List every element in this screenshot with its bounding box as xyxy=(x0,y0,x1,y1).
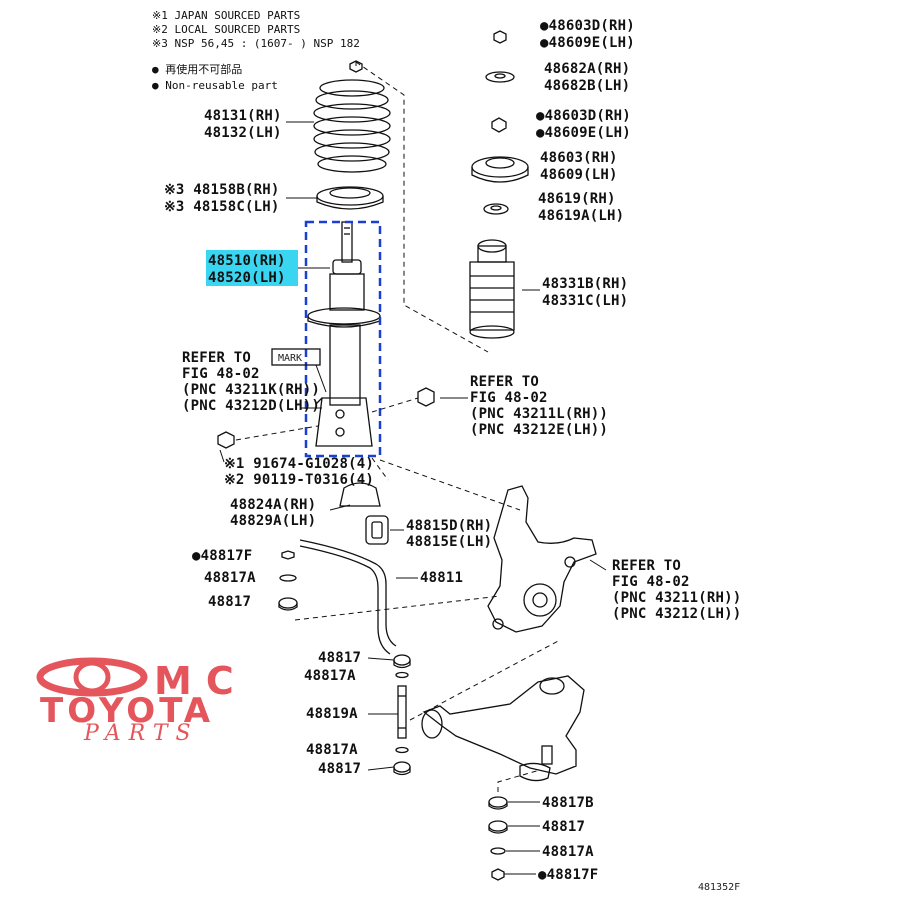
mark-box xyxy=(271,348,321,366)
label-refer-right-3: (PNC 43211(RH)) xyxy=(612,590,741,606)
bottom-cushion xyxy=(488,820,508,834)
label-refer-mid-3: (PNC 43211L(RH)) xyxy=(470,406,608,422)
label-nut-top2-lh: ●48609E(LH) xyxy=(536,125,631,141)
omc-toyota-logo: MC TOYOTA PARTS xyxy=(36,657,248,746)
label-link-upper-1: 48817 xyxy=(318,650,361,666)
label-spring-seat-rh: ※3 48158B(RH) xyxy=(164,182,279,198)
note-local-sourced: ※2 LOCAL SOURCED PARTS xyxy=(152,23,300,36)
bottom-bushing-b xyxy=(488,796,508,810)
label-refer-left-2: FIG 48-02 xyxy=(182,366,260,382)
label-bolt-2: ※2 90119-T0316(4) xyxy=(224,472,374,488)
label-coil-spring-rh: 48131(RH) xyxy=(204,108,282,124)
label-cushion-left: 48817 xyxy=(208,594,251,610)
note-nonreusable-en: ● Non-reusable part xyxy=(152,79,278,92)
label-spring-seat-lh: ※3 48158C(LH) xyxy=(164,199,279,215)
label-link-upper-2: 48817A xyxy=(304,668,356,684)
label-refer-left-1: REFER TO xyxy=(182,350,251,366)
spring-seat-part xyxy=(316,186,384,210)
label-support-lh: 48609(LH) xyxy=(540,167,618,183)
top-nut-part xyxy=(349,60,363,73)
note-nonreusable-jp: ● 再使用不可部品 xyxy=(152,62,242,76)
label-bushing-rh: 48815D(RH) xyxy=(406,518,492,534)
label-nut-left: ●48817F xyxy=(192,548,252,564)
bracket-part xyxy=(339,457,389,507)
stabilizer-link-part xyxy=(393,654,411,776)
label-nut-top-lh: ●48609E(LH) xyxy=(540,35,635,51)
top-washer-right xyxy=(485,71,515,83)
note-nsp: ※3 NSP 56,45 : (1607- ) NSP 182 xyxy=(152,37,360,50)
label-refer-mid-4: (PNC 43212E(LH)) xyxy=(470,422,608,438)
label-stabilizer-bar: 48811 xyxy=(420,570,463,586)
label-strut-lh[interactable]: 48520(LH) xyxy=(208,270,286,286)
label-link-lower-2: 48817 xyxy=(318,761,361,777)
label-refer-mid-1: REFER TO xyxy=(470,374,539,390)
label-refer-left-4: (PNC 43212D(LH)) xyxy=(182,398,320,414)
label-bracket-rh: 48824A(RH) xyxy=(230,497,316,513)
lower-control-arm-part xyxy=(421,675,585,782)
label-washer-top-lh: 48682B(LH) xyxy=(544,78,630,94)
figure-id: 481352F xyxy=(698,882,740,893)
strut-label-highlight xyxy=(206,250,298,286)
label-refer-left-3: (PNC 43211K(RH)) xyxy=(182,382,320,398)
top-nut-right xyxy=(493,30,507,44)
top-nut2-right xyxy=(491,117,507,133)
mark-label: MARK xyxy=(278,353,302,364)
label-bottom-b: 48817B xyxy=(542,795,594,811)
label-bound-stopper-lh: 48331C(LH) xyxy=(542,293,628,309)
label-washer-top-rh: 48682A(RH) xyxy=(544,61,630,77)
strut-assembly-part xyxy=(307,221,381,447)
logo-top-text: MC xyxy=(154,659,248,703)
support-right xyxy=(471,156,529,183)
bottom-washer xyxy=(490,847,506,855)
coil-spring-part xyxy=(313,79,391,173)
label-bracket-lh: 48829A(LH) xyxy=(230,513,316,529)
logo-brand-text: TOYOTA xyxy=(40,691,214,731)
label-refer-right-2: FIG 48-02 xyxy=(612,574,690,590)
strut-bolt-part xyxy=(217,425,319,449)
stabilizer-bar-part xyxy=(299,539,418,655)
label-support-rh: 48603(RH) xyxy=(540,150,618,166)
nut-left-part xyxy=(281,550,295,560)
washer-left-part xyxy=(279,574,297,582)
label-refer-right-1: REFER TO xyxy=(612,558,681,574)
label-bound-stopper-rh: 48331B(RH) xyxy=(542,276,628,292)
bound-stopper-right xyxy=(469,239,515,339)
bushing-part xyxy=(365,515,389,545)
cushion-left-part xyxy=(278,597,298,611)
label-refer-right-4: (PNC 43212(LH)) xyxy=(612,606,741,622)
label-link-rod: 48819A xyxy=(306,706,358,722)
label-nut-top-rh: ●48603D(RH) xyxy=(540,18,635,34)
toyota-emblem-icon xyxy=(36,657,148,697)
label-bolt-1: ※1 91674-G1028(4) xyxy=(224,456,374,472)
strut-selection-box[interactable] xyxy=(304,220,382,458)
label-bottom-c: 48817 xyxy=(542,819,585,835)
bottom-nut xyxy=(491,868,505,881)
steering-knuckle-part xyxy=(487,485,597,633)
label-bearing-rh: 48619(RH) xyxy=(538,191,616,207)
label-refer-mid-2: FIG 48-02 xyxy=(470,390,548,406)
label-strut-rh[interactable]: 48510(RH) xyxy=(208,253,286,269)
label-bushing-lh: 48815E(LH) xyxy=(406,534,492,550)
bearing-right xyxy=(483,203,509,215)
logo-sub-text: PARTS xyxy=(83,721,199,746)
strut-nut-part xyxy=(371,387,435,413)
note-japan-sourced: ※1 JAPAN SOURCED PARTS xyxy=(152,9,300,22)
label-bottom-a: 48817A xyxy=(542,844,594,860)
label-link-lower-1: 48817A xyxy=(306,742,358,758)
label-washer-left: 48817A xyxy=(204,570,256,586)
label-bearing-lh: 48619A(LH) xyxy=(538,208,624,224)
label-bottom-f: ●48817F xyxy=(538,867,598,883)
label-coil-spring-lh: 48132(LH) xyxy=(204,125,282,141)
label-nut-top2-rh: ●48603D(RH) xyxy=(536,108,631,124)
